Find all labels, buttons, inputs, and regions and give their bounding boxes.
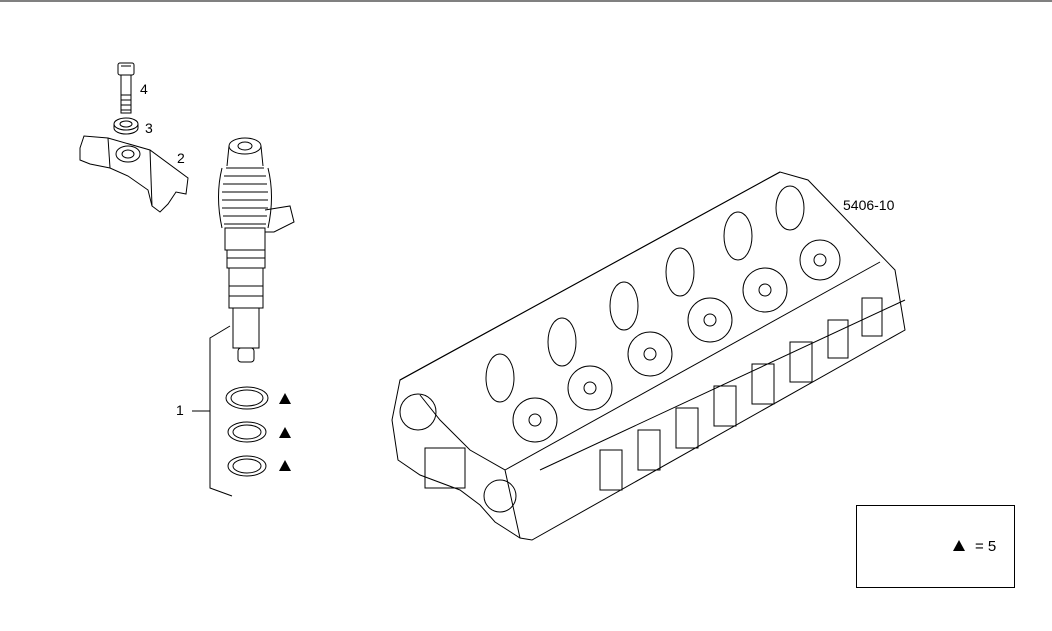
part-label-3: 3 xyxy=(145,120,153,136)
injector-assembly xyxy=(218,137,295,363)
bolt-part-4 xyxy=(117,62,135,114)
kit-triangle-icon xyxy=(953,540,965,551)
clamp-part-2 xyxy=(79,135,189,213)
part-1-bracket xyxy=(192,325,233,497)
kit-legend-text: = 5 xyxy=(975,538,997,555)
part-label-1: 1 xyxy=(176,402,184,418)
o-rings xyxy=(225,386,269,477)
kit-triangle-icon xyxy=(279,393,291,404)
part-label-2: 2 xyxy=(177,150,185,166)
cylinder-head xyxy=(391,171,906,541)
kit-triangle-icon xyxy=(279,460,291,471)
kit-triangle-icon xyxy=(279,427,291,438)
kit-legend-box xyxy=(856,505,1015,588)
washer-part-3 xyxy=(113,117,139,135)
drawing-reference: 5406-10 xyxy=(843,197,895,213)
part-label-4: 4 xyxy=(140,81,148,97)
